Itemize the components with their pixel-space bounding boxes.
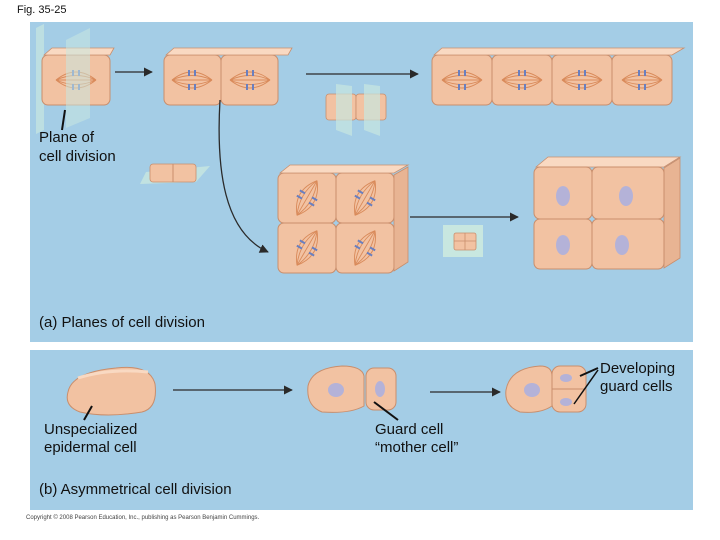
small-cell-horizontal-plane	[140, 163, 210, 184]
guard-cells-label-line-2: guard cells	[600, 378, 673, 395]
panel-a-caption: (a) Planes of cell division	[39, 314, 205, 331]
copyright-notice: Copyright © 2008 Pearson Education, Inc.…	[26, 515, 260, 521]
unspecialized-label-line-2: epidermal cell	[44, 439, 137, 456]
cell-block-2x2	[277, 164, 410, 274]
guard-mother-cell	[307, 365, 397, 413]
curved-arrow	[218, 99, 269, 253]
small-pair-planes	[325, 84, 387, 136]
guard-cells-label-line-1: Developing	[600, 360, 676, 377]
figure-label: Fig. 35-25	[17, 4, 67, 16]
plane-pointer-line	[61, 109, 66, 131]
mother-pointer-line	[373, 401, 399, 421]
mother-cell-label-line-2: “mother cell”	[375, 439, 459, 456]
four-cells-row	[431, 47, 686, 106]
unspecialized-pointer-line	[83, 405, 93, 421]
small-cell-block-icon	[443, 225, 483, 257]
unspecialized-label-line-1: Unspecialized	[44, 421, 138, 438]
developing-guard-cells	[505, 365, 587, 413]
plane-label-line-1: Plane of	[39, 129, 95, 146]
panel-b-caption: (b) Asymmetrical cell division	[39, 481, 232, 498]
single-cell-with-plane	[36, 24, 115, 134]
mother-cell-label-line-1: Guard cell	[375, 421, 444, 438]
guard-pointer-lower	[573, 369, 599, 405]
cell-block-nuclei	[533, 156, 682, 270]
guard-pointer-upper	[579, 367, 599, 377]
plane-label-line-2: cell division	[39, 148, 116, 165]
unspecialized-cell	[66, 366, 156, 416]
two-cells	[163, 47, 293, 106]
